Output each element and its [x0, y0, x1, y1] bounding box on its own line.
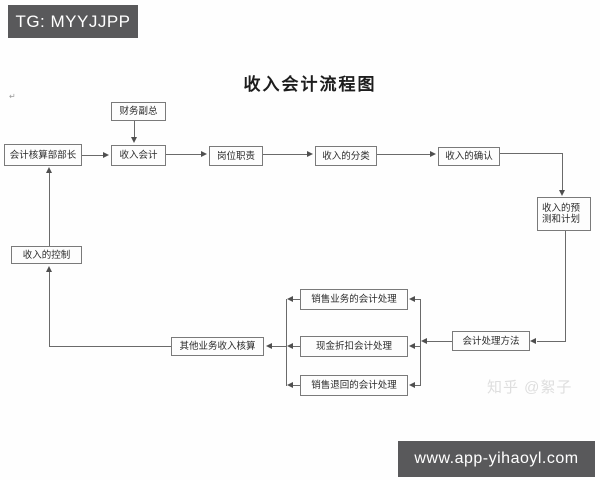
up-to-control [49, 272, 50, 347]
node-other-business-revenue: 其他业务收入核算 [171, 337, 264, 356]
arrowhead-left-right-spine [421, 337, 427, 344]
node-revenue-forecast-plan: 收入的预测和计划 [537, 197, 591, 231]
connector-to-method [537, 341, 566, 342]
node-job-duties: 岗位职责 [209, 146, 263, 166]
website-banner: www.app-yihaoyl.com [398, 441, 595, 477]
connector-duties-to-classification [263, 154, 309, 155]
right-branch-spine [420, 299, 421, 386]
node-revenue-accountant: 收入会计 [111, 145, 166, 166]
node-dept-head: 会计核算部部长 [4, 144, 82, 166]
arrowhead-down-forecast [558, 190, 565, 196]
arrowhead-right-recognition [430, 150, 436, 157]
return-mark: ↵ [9, 92, 16, 101]
arrowhead-left-return [409, 381, 415, 388]
node-cfo: 财务副总 [111, 102, 166, 121]
arrowhead-left-discount [409, 342, 415, 349]
node-sales-business-accounting: 销售业务的会计处理 [300, 289, 408, 310]
arrowhead-right-classification [307, 150, 313, 157]
left-branch-spine [286, 299, 287, 386]
node-accounting-method: 会计处理方法 [452, 331, 530, 351]
arrowhead-left-method [530, 337, 536, 344]
node-revenue-classification: 收入的分类 [315, 146, 377, 166]
control-to-depthead [49, 173, 50, 246]
branch-to-return [414, 385, 421, 386]
connector-recognition-right [500, 153, 563, 154]
connector-accountant-to-duties [166, 154, 203, 155]
arrowhead-left-sales [409, 295, 415, 302]
arrowhead-left-other-revenue [266, 342, 272, 349]
arrowhead-right-accountant [103, 151, 109, 158]
zhihu-watermark: 知乎 @絮子 [487, 379, 573, 396]
connector-classification-to-recognition [377, 154, 432, 155]
telegram-banner: TG: MYYJJPP [8, 5, 138, 38]
arrowhead-into-spine-3 [287, 381, 293, 388]
arrowhead-right-duties [201, 150, 207, 157]
arrowhead-into-spine-1 [287, 295, 293, 302]
arrowhead-down-accountant [130, 137, 137, 143]
page-title: 收入会计流程图 [243, 75, 377, 94]
connector-method-to-spine [427, 341, 452, 342]
connector-cfo-to-accountant [134, 121, 135, 139]
node-cash-discount-accounting: 现金折扣会计处理 [300, 336, 408, 357]
website-banner-text: www.app-yihaoyl.com [414, 450, 579, 467]
arrowhead-into-spine-2 [287, 342, 293, 349]
branch-to-discount [414, 346, 421, 347]
telegram-banner-text: TG: MYYJJPP [15, 11, 131, 31]
arrowhead-up-control [45, 266, 52, 272]
connector-down-to-forecast [562, 153, 563, 191]
sales-to-left-spine [293, 299, 300, 300]
node-sales-return-accounting: 销售退回的会计处理 [300, 375, 408, 396]
branch-to-sales [414, 299, 421, 300]
spine-to-other-revenue [272, 346, 286, 347]
node-revenue-recognition: 收入的确认 [438, 147, 500, 166]
connector-forecast-down [565, 231, 566, 341]
other-revenue-left-run [49, 346, 171, 347]
discount-to-left-spine [293, 346, 300, 347]
arrowhead-up-depthead [45, 167, 52, 173]
node-revenue-control: 收入的控制 [11, 246, 82, 264]
connector-depthead-to-accountant [82, 155, 105, 156]
return-to-left-spine [293, 385, 300, 386]
